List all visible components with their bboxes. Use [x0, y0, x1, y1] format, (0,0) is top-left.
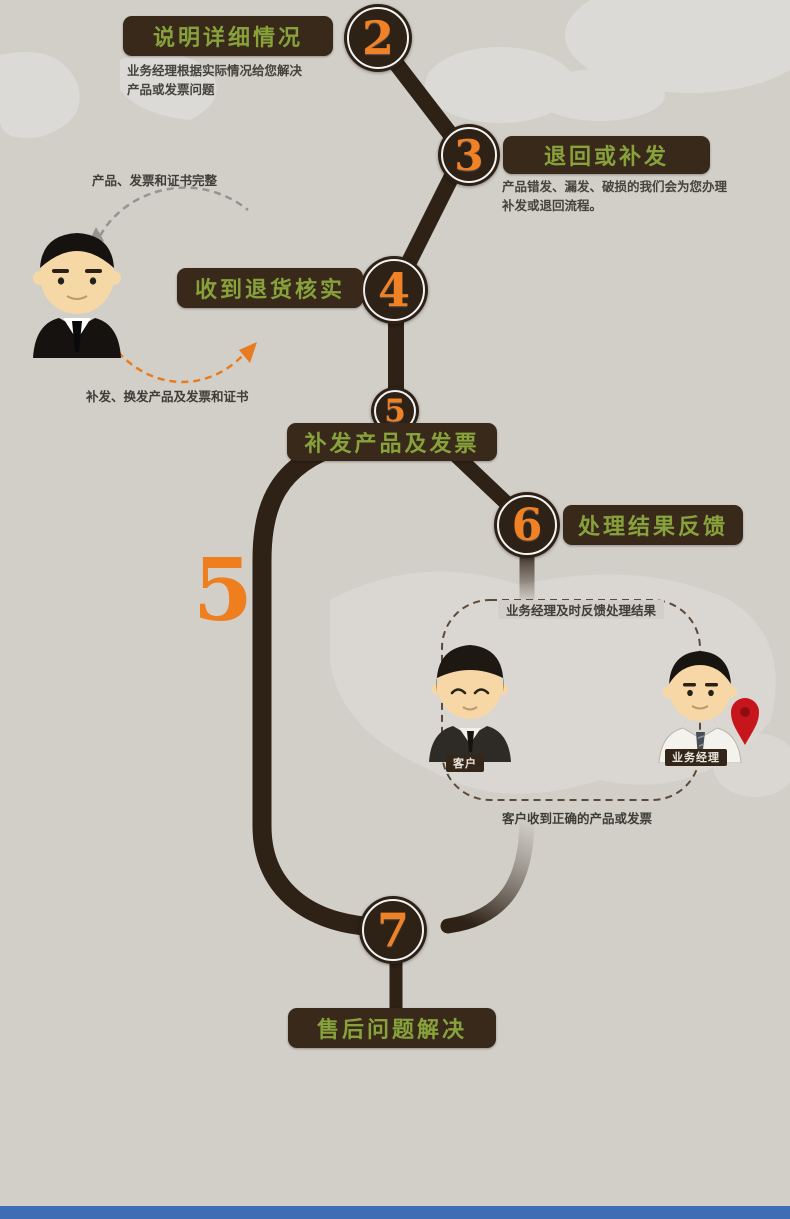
- step-3-ring: [441, 127, 497, 183]
- dashed-arc-gray: [98, 186, 249, 237]
- step-4-ring: [363, 259, 425, 321]
- manager-tag: 业务经理: [665, 749, 727, 766]
- step-6-label: 处理结果反馈: [563, 505, 743, 545]
- orange-arrowhead-icon: [239, 342, 257, 363]
- step-2-label: 说明详细情况: [123, 16, 333, 56]
- dashed-arc-orange: [117, 351, 247, 384]
- businessman-figure: [15, 218, 140, 362]
- return-check-top-note: 产品、发票和证书完整: [92, 173, 218, 188]
- step-7-label: 售后问题解决: [288, 1008, 496, 1048]
- step-4-label: 收到退货核实: [177, 268, 363, 308]
- step-6-number: 6: [511, 499, 543, 551]
- step-7-ring: [362, 899, 424, 961]
- feedback-bottom-note: 客户收到正确的产品或发票: [502, 811, 653, 826]
- customer-figure: [423, 632, 518, 766]
- feedback-top-note: 业务经理及时反馈处理结果: [498, 600, 665, 619]
- step-2-ring: [347, 7, 409, 69]
- step-7-number: 7: [376, 903, 409, 957]
- step-4-circle: 4: [360, 256, 428, 324]
- step-2-number: 2: [361, 11, 394, 65]
- step-7-circle: 7: [359, 896, 427, 964]
- step-3-number: 3: [454, 130, 484, 180]
- bottom-bar: [0, 1206, 790, 1219]
- route-segment-2-3-4-5: [370, 32, 472, 410]
- step-6-circle: 6: [494, 492, 560, 558]
- location-pin-icon: [730, 698, 760, 750]
- big-number-5: 5: [193, 540, 253, 641]
- step-5-number: 5: [384, 393, 406, 429]
- step-2-description: 业务经理根据实际情况给您解决 产品或发票问题: [127, 63, 303, 97]
- step-3-circle: 3: [438, 124, 500, 186]
- step-2-circle: 2: [344, 4, 412, 72]
- route-fade-into-7: [440, 810, 535, 934]
- step-3-description: 产品错发、漏发、破损的我们会为您办理 补发或退回流程。: [502, 179, 728, 213]
- customer-tag: 客户: [446, 755, 484, 772]
- step-3-label: 退回或补发: [503, 136, 710, 174]
- step-5-label: 补发产品及发票: [287, 423, 497, 461]
- step-4-number: 4: [377, 263, 410, 317]
- step-6-ring: [497, 495, 557, 555]
- return-check-bottom-note: 补发、换发产品及发票和证书: [86, 389, 249, 404]
- route-loop-5-7: [252, 435, 394, 937]
